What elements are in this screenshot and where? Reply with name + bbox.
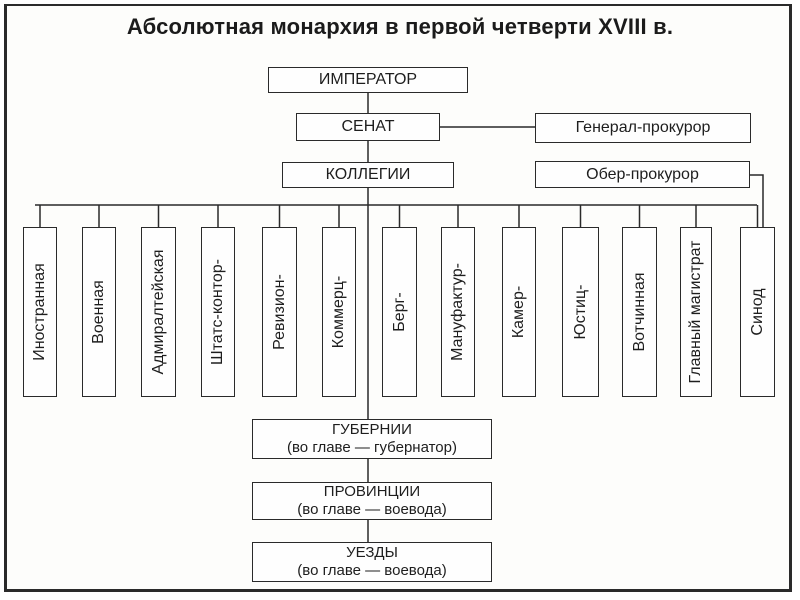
collegium-label: Военная: [90, 280, 107, 344]
chief-prosecutor-box: Обер-прокурор: [535, 161, 750, 188]
collegium-label: Ревизион-: [270, 274, 288, 350]
collegium-box: Камер-: [502, 227, 536, 397]
collegium-box: Юстиц-: [562, 227, 599, 397]
collegium-label: Юстиц-: [571, 284, 589, 340]
collegium-label: Адмиралтейская: [149, 249, 167, 375]
collegia-box: КОЛЛЕГИИ: [282, 162, 454, 188]
collegium-label: Синод: [748, 288, 766, 336]
gubernii-name: ГУБЕРНИИ: [332, 421, 412, 438]
chief-prosecutor-label: Обер-прокурор: [586, 165, 699, 183]
gubernii-box: ГУБЕРНИИ (во главе — губернатор): [252, 419, 492, 459]
collegia-label: КОЛЛЕГИИ: [325, 166, 411, 183]
collegium-label: Вотчинная: [630, 272, 648, 352]
collegium-box: Главный магистрат: [680, 227, 712, 397]
collegium-label: Штатс-контор-: [209, 258, 226, 366]
emperor-box: ИМПЕРАТОР: [268, 67, 468, 93]
prosecutor-general-label: Генерал-прокурор: [575, 119, 711, 136]
diagram-title: Абсолютная монархия в первой четверти XV…: [126, 14, 674, 39]
prosecutor-general-box: Генерал-прокурор: [535, 113, 751, 143]
senate-box: СЕНАТ: [296, 113, 440, 141]
uezdy-box: УЕЗДЫ (во главе — воевода): [252, 542, 492, 582]
collegium-box: Штатс-контор-: [201, 227, 235, 397]
collegium-label: Берг-: [390, 292, 408, 332]
collegium-box: Мануфактур-: [441, 227, 475, 397]
collegium-label: Камер-: [510, 285, 527, 339]
senate-label: СЕНАТ: [341, 118, 395, 135]
collegium-box: Военная: [82, 227, 116, 397]
uezdy-head: (во главе — воевода): [297, 562, 447, 579]
collegium-label: Коммерц-: [330, 275, 347, 349]
uezdy-name: УЕЗДЫ: [346, 544, 398, 561]
collegium-box: Иностранная: [23, 227, 57, 397]
collegium-label: Главный магистрат: [687, 240, 704, 384]
provinces-box: ПРОВИНЦИИ (во главе — воевода): [252, 482, 492, 520]
collegium-box: Ревизион-: [262, 227, 297, 397]
provinces-name: ПРОВИНЦИИ: [323, 483, 421, 500]
line-chief-prosecutor-synod: [750, 174, 764, 227]
collegium-box: Коммерц-: [322, 227, 356, 397]
collegium-box: Адмиралтейская: [141, 227, 176, 397]
gubernii-head: (во главе — губернатор): [287, 439, 457, 456]
collegium-label: Иностранная: [31, 263, 48, 361]
provinces-head: (во главе — воевода): [297, 501, 447, 518]
collegium-box: Берг-: [382, 227, 417, 397]
collegium-label: Мануфактур-: [449, 263, 466, 361]
emperor-label: ИМПЕРАТОР: [318, 71, 418, 88]
collegium-box: Синод: [740, 227, 775, 397]
collegium-box: Вотчинная: [622, 227, 657, 397]
